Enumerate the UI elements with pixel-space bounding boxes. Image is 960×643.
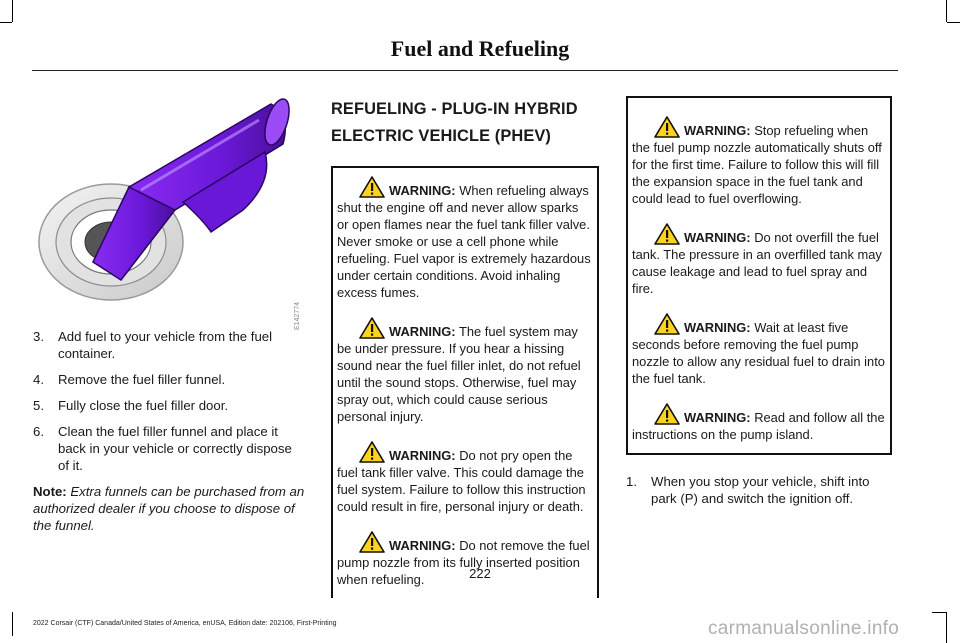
column-right: WARNING: Stop refueling when the fuel pu… bbox=[626, 96, 892, 507]
warning-item: WARNING: Read and follow all the instruc… bbox=[632, 403, 886, 443]
warning-triangle-icon bbox=[654, 116, 680, 138]
warning-item: WARNING: When refueling always shut the … bbox=[337, 176, 593, 301]
list-item: 5.Fully close the fuel filler door. bbox=[33, 398, 229, 413]
warning-triangle-icon bbox=[654, 313, 680, 335]
page-title: Fuel and Refueling bbox=[390, 36, 570, 61]
list-item: 3.Add fuel to your vehicle from the fuel… bbox=[33, 329, 273, 361]
header-divider bbox=[32, 70, 898, 71]
crop-mark bbox=[12, 612, 13, 636]
crop-mark bbox=[946, 0, 947, 22]
list-item: 6.Clean the fuel filler funnel and place… bbox=[33, 424, 292, 473]
list-item: 1.When you stop your vehicle, shift into… bbox=[626, 474, 870, 506]
list-item: 4.Remove the fuel filler funnel. bbox=[33, 372, 226, 387]
section-heading: REFUELING - PLUG-IN HYBRID ELECTRIC VEHI… bbox=[331, 100, 578, 145]
note: Note: Extra funnels can be purchased fro… bbox=[33, 484, 305, 533]
figure-code: E142774 bbox=[294, 302, 301, 331]
warning-box: WARNING: When refueling always shut the … bbox=[331, 166, 599, 598]
warning-triangle-icon bbox=[654, 223, 680, 245]
warning-item: WARNING: Do not overfill the fuel tank. … bbox=[632, 223, 886, 297]
warning-item: WARNING: Do not pry open the fuel tank f… bbox=[337, 441, 593, 515]
column-middle: REFUELING - PLUG-IN HYBRID ELECTRIC VEHI… bbox=[331, 96, 599, 598]
crop-mark bbox=[932, 612, 946, 613]
page-number: 222 bbox=[469, 566, 491, 581]
warning-item: WARNING: The fuel system may be under pr… bbox=[337, 317, 593, 425]
warning-triangle-icon bbox=[359, 317, 385, 339]
warning-item: WARNING: Do not remove the fuel pump noz… bbox=[337, 531, 593, 588]
crop-mark bbox=[0, 22, 12, 23]
warning-triangle-icon bbox=[359, 441, 385, 463]
step-list: 1.When you stop your vehicle, shift into… bbox=[626, 473, 892, 507]
warning-triangle-icon bbox=[654, 403, 680, 425]
watermark: carmanualsonline.info bbox=[708, 618, 900, 639]
warning-triangle-icon bbox=[359, 531, 385, 553]
fuel-funnel-illustration: E142774 bbox=[33, 92, 305, 330]
crop-mark bbox=[946, 612, 947, 643]
column-left: E142774 3.Add fuel to your vehicle from … bbox=[33, 92, 305, 534]
warning-item: WARNING: Stop refueling when the fuel pu… bbox=[632, 116, 886, 207]
crop-mark bbox=[947, 22, 960, 23]
funnel-icon bbox=[38, 98, 290, 301]
step-list: 3.Add fuel to your vehicle from the fuel… bbox=[33, 328, 305, 474]
warning-box: WARNING: Stop refueling when the fuel pu… bbox=[626, 96, 892, 455]
warning-item: WARNING: Wait at least five seconds befo… bbox=[632, 313, 886, 387]
warning-triangle-icon bbox=[359, 176, 385, 198]
footer-edition: 2022 Corsair (CTF) Canada/United States … bbox=[33, 620, 337, 627]
crop-mark bbox=[12, 0, 13, 22]
